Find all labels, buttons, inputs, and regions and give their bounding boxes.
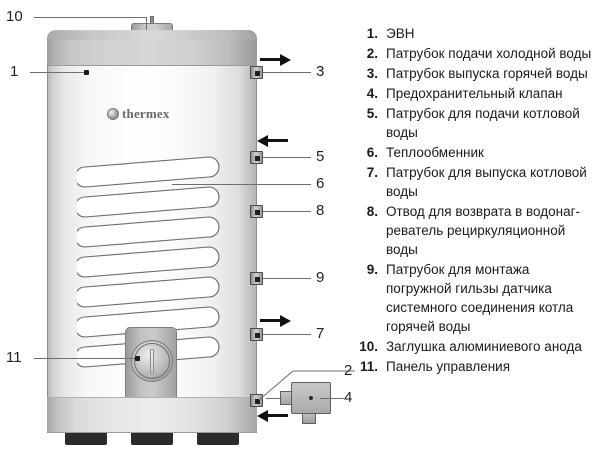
leader-dot-1 <box>84 70 89 75</box>
legend-item: 1. ЭВН <box>352 24 592 43</box>
legend-item: 6. Теплообменник <box>352 143 592 162</box>
thermex-emblem-icon <box>107 108 119 120</box>
legend-item-number: 3. <box>366 66 378 81</box>
legend-item-label: Патрубок выпуска горячей воды <box>386 66 588 81</box>
callout-6: 6 <box>316 175 325 192</box>
flow-arrow-cold-water-in <box>255 410 288 422</box>
legend-item: 9. Патрубок для монтажа погружной гильзы… <box>352 260 592 336</box>
water-heater-illustration: thermex <box>47 16 263 445</box>
legend-item-label: Предохранительный клапан <box>386 86 563 101</box>
flow-arrow-boiler-water-in <box>255 135 288 147</box>
tank-base-band <box>47 397 257 433</box>
legend-item-number: 4. <box>366 86 378 101</box>
port-core <box>255 71 260 76</box>
legend-item: 5. Патрубок для подачи котловой воды <box>352 104 592 142</box>
port-recirculation-return <box>250 205 263 218</box>
callout-10: 10 <box>6 8 23 25</box>
tank-top-band <box>47 30 257 66</box>
leader-line-4-right <box>320 398 344 399</box>
knob-indicator-slot <box>150 349 154 373</box>
leader-line-7 <box>263 334 311 335</box>
flow-arrow-boiler-water-out <box>260 315 293 327</box>
port-hot-water-outlet <box>250 66 263 79</box>
leader-line-8 <box>263 211 311 212</box>
port-core <box>255 333 260 338</box>
leader-line-10-drop <box>146 17 147 30</box>
callout-4: 4 <box>344 389 353 406</box>
callout-5: 5 <box>316 148 325 165</box>
callout-11: 11 <box>6 349 22 366</box>
leader-dot-11 <box>135 356 140 361</box>
legend-item-label: Заглушка алюминиевого анода <box>386 339 582 354</box>
legend-item-number: 7. <box>366 165 378 180</box>
legend-item-label: Патрубок подачи холодной воды <box>386 46 592 61</box>
legend-item-number: 9. <box>366 262 378 277</box>
leader-line-11 <box>34 358 137 359</box>
leader-line-3 <box>263 72 311 73</box>
callout-3: 3 <box>316 63 325 80</box>
tank-foot <box>65 433 107 445</box>
callout-2: 2 <box>344 362 353 379</box>
legend-item-label: Патрубок для выпуска котловой воды <box>386 165 587 199</box>
port-sensor-sleeve <box>250 272 263 285</box>
legend-item: 7. Патрубок для выпуска котловой воды <box>352 163 592 201</box>
legend-item-number: 11. <box>359 359 378 374</box>
legend-item-label: ЭВН <box>386 26 415 41</box>
callout-7: 7 <box>316 325 325 342</box>
valve-center-dot <box>309 396 313 400</box>
port-core <box>255 399 260 404</box>
legend-list: 1. ЭВН 2. Патрубок подачи холодной воды … <box>352 24 592 377</box>
legend-item: 11. Панель управления <box>352 357 592 376</box>
callout-1: 1 <box>10 63 19 80</box>
port-cold-water-inlet <box>250 394 263 407</box>
legend-item-number: 6. <box>366 145 378 160</box>
port-core <box>255 156 260 161</box>
legend-item-label: Теплообменник <box>386 145 484 160</box>
legend-item-number: 5. <box>366 106 378 121</box>
legend-item: 10. Заглушка алюминиевого анода <box>352 337 592 356</box>
legend-item-label: Патрубок для подачи котловой воды <box>386 106 580 140</box>
valve-drain-stub <box>302 413 316 424</box>
leader-line-5 <box>263 157 311 158</box>
brand-logo: thermex <box>107 106 170 122</box>
port-boiler-water-outlet <box>250 328 263 341</box>
legend-item-label: Патрубок для монтажа погружной гильзы да… <box>386 262 574 334</box>
leader-line-9 <box>263 278 311 279</box>
legend-item: 4. Предохранительный клапан <box>352 84 592 103</box>
leader-line-6 <box>172 184 311 185</box>
leader-line-1 <box>30 72 86 73</box>
flow-arrow-hot-water-out <box>260 54 293 66</box>
tank-foot <box>197 433 239 445</box>
port-core <box>255 277 260 282</box>
legend-item-number: 2. <box>366 46 378 61</box>
legend-item-number: 10. <box>359 339 378 354</box>
tank-top-gloss <box>48 31 256 40</box>
callout-8: 8 <box>316 202 325 219</box>
legend-item: 8. Отвод для возврата в водонаг-реватель… <box>352 202 592 259</box>
heat-exchanger-coil <box>77 156 220 368</box>
leader-line-10 <box>34 17 146 18</box>
port-core <box>255 210 260 215</box>
legend-item: 3. Патрубок выпуска горячей воды <box>352 64 592 83</box>
legend-item-number: 1. <box>366 26 378 41</box>
legend-item: 2. Патрубок подачи холодной воды <box>352 44 592 63</box>
tank-foot <box>131 433 173 445</box>
callout-9: 9 <box>316 269 325 286</box>
legend-item-label: Панель управления <box>386 359 511 374</box>
port-boiler-water-inlet <box>250 151 263 164</box>
leader-line-2 <box>258 370 355 401</box>
leader-line-4-left <box>266 398 282 399</box>
legend-item-number: 8. <box>366 204 378 219</box>
legend-item-label: Отвод для возврата в водонаг-реватель ре… <box>386 204 581 257</box>
brand-logo-text: thermex <box>122 106 170 121</box>
